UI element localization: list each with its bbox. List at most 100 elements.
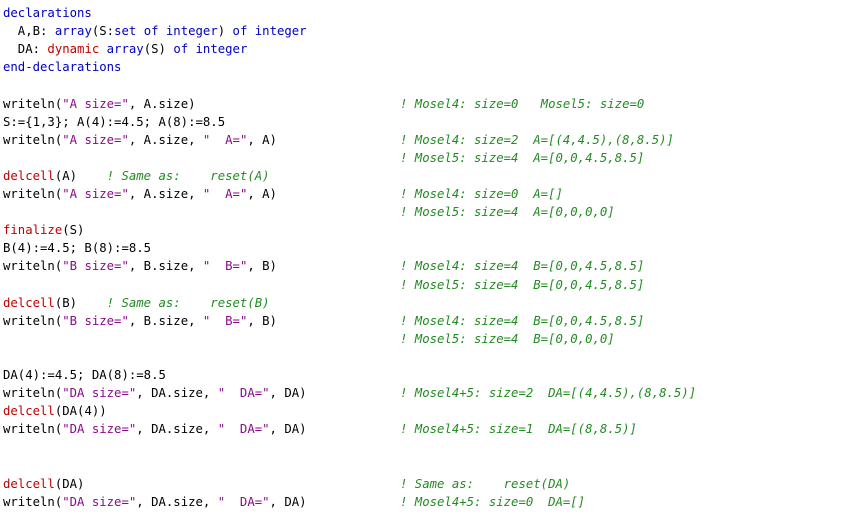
code-token-plain: , DA.size, — [136, 422, 218, 437]
code-token-str: "DA size=" — [62, 422, 137, 437]
code-line: DA: dynamic array(S) of integer — [3, 40, 845, 58]
code-token-plain — [99, 42, 106, 56]
code-token-str: "B size=" — [62, 313, 129, 328]
code-token-comment: ! Same as: reset(B) — [106, 295, 270, 310]
line-comment: ! Same as: reset(DA) — [400, 476, 571, 491]
code-line: ! Mosel5: size=4 A=[0,0,4.5,8.5] — [3, 149, 845, 167]
code-token-plain: DA(4):=4.5; DA(8):=8.5 — [3, 368, 166, 382]
code-text: writeln("A size=", A.size) — [3, 95, 196, 113]
code-token-red: delcell — [3, 295, 55, 310]
code-token-str: "A size=" — [62, 96, 129, 111]
code-token-str: " A=" — [202, 132, 248, 147]
code-token-str: "DA size=" — [62, 386, 137, 401]
code-line: end-declarations — [3, 58, 845, 76]
code-token-plain: , DA) — [269, 494, 307, 509]
code-text: writeln("A size=", A.size, " A=", A) — [3, 185, 277, 203]
code-line: writeln("A size=", A.size, " A=", A) ! Mo… — [3, 131, 845, 149]
code-token-plain: (DA(4)) — [54, 404, 107, 419]
code-token-plain: , DA) — [269, 422, 307, 437]
code-token-str: "A size=" — [62, 132, 129, 147]
code-line: ! Mosel5: size=4 B=[0,0,4.5,8.5] — [3, 276, 845, 294]
line-comment: ! Mosel4+5: size=0 DA=[] — [400, 494, 586, 509]
code-text: writeln("A size=", A.size, " A=", A) — [3, 131, 277, 149]
code-token-plain: , B) — [247, 259, 277, 274]
code-token-kw: array — [106, 42, 144, 57]
code-token-plain: , B.size, — [128, 313, 203, 328]
code-token-plain: (A) — [54, 168, 107, 183]
code-token-plain: , B) — [247, 313, 277, 328]
code-line: B(4):=4.5; B(8):=8.5 — [3, 239, 845, 257]
code-token-plain: , A.size, — [128, 187, 203, 201]
code-token-kw: declarations — [3, 6, 92, 20]
code-line: ! Mosel5: size=4 B=[0,0,0,0] — [3, 330, 845, 348]
code-token-plain: , B.size, — [128, 259, 203, 274]
code-text: S:={1,3}; A(4):=4.5; A(8):=8.5 — [3, 113, 225, 131]
code-token-str: " DA=" — [217, 422, 270, 437]
code-token-plain: (B) — [54, 295, 107, 310]
code-token-kw: of integer — [173, 42, 248, 57]
code-line: writeln("A size=", A.size)! Mosel4: size… — [3, 95, 845, 113]
line-comment: ! Mosel4+5: size=2 DA=[(4,4.5),(8,8.5)] — [400, 386, 697, 401]
code-token-plain: A,B: — [3, 24, 55, 39]
code-token-red: finalize — [3, 223, 63, 238]
code-token-str: " A=" — [202, 187, 248, 201]
code-token-plain: writeln( — [3, 386, 63, 401]
code-token-red: dynamic — [47, 42, 100, 57]
code-token-str: " B=" — [202, 259, 248, 274]
code-token-red: delcell — [3, 404, 55, 419]
code-token-str: " DA=" — [217, 386, 270, 401]
code-token-str: "B size=" — [62, 259, 129, 274]
code-text: delcell(DA(4)) — [3, 402, 107, 420]
code-line: delcell(DA) ! Same as: reset(DA) — [3, 475, 845, 493]
code-token-str: " B=" — [202, 313, 248, 328]
code-line: DA(4):=4.5; DA(8):=8.5 — [3, 366, 845, 384]
code-text: DA(4):=4.5; DA(8):=8.5 — [3, 366, 166, 384]
code-token-str: " DA=" — [217, 494, 270, 509]
code-line: S:={1,3}; A(4):=4.5; A(8):=8.5 — [3, 113, 845, 131]
code-token-plain: , A.size, — [128, 132, 203, 147]
code-text: writeln("B size=", B.size, " B=", B) — [3, 312, 277, 330]
code-line: delcell(B) ! Same as: reset(B) — [3, 294, 845, 312]
code-token-plain: , A) — [247, 187, 277, 201]
code-text: finalize(S) — [3, 221, 84, 239]
code-token-plain: B(4):=4.5; B(8):=8.5 — [3, 241, 152, 256]
code-token-plain: writeln( — [3, 187, 63, 201]
code-line: delcell(A) ! Same as: reset(A) — [3, 167, 845, 185]
code-token-plain: DA: — [3, 42, 48, 57]
code-token-plain: , A.size) — [128, 96, 196, 111]
line-comment: ! Mosel4: size=4 B=[0,0,4.5,8.5] — [400, 259, 645, 274]
code-token-plain: ) — [217, 24, 233, 39]
code-token-plain: (S) — [62, 223, 85, 238]
code-text: declarations — [3, 4, 92, 22]
code-text: A,B: array(S:set of integer) of integer — [3, 22, 307, 40]
code-token-red: delcell — [3, 168, 55, 183]
line-comment: ! Mosel4: size=2 A=[(4,4.5),(8,8.5)] — [400, 132, 674, 147]
code-line: writeln("B size=", B.size, " B=", B)! Mo… — [3, 312, 845, 330]
code-text: delcell(DA) — [3, 475, 84, 493]
code-token-plain: writeln( — [3, 422, 63, 437]
code-line: finalize(S) — [3, 221, 845, 239]
code-token-plain: writeln( — [3, 494, 63, 509]
line-comment: ! Mosel5: size=4 A=[0,0,0,0] — [400, 205, 615, 220]
code-text: B(4):=4.5; B(8):=8.5 — [3, 239, 151, 257]
code-text: writeln("DA size=", DA.size, " DA=", DA) — [3, 420, 307, 438]
line-comment: ! Mosel5: size=4 B=[0,0,0,0] — [400, 331, 615, 346]
code-token-kw: array — [54, 24, 92, 39]
code-token-str: "A size=" — [62, 187, 129, 201]
code-token-kw: of integer — [232, 24, 307, 39]
code-text: delcell(A) ! Same as: reset(A) — [3, 167, 270, 185]
code-line: writeln("DA size=", DA.size, " DA=", DA)… — [3, 420, 845, 438]
code-text: end-declarations — [3, 58, 121, 76]
code-line: writeln("A size=", A.size, " A=", A)! Mo… — [3, 185, 845, 203]
code-line: writeln("B size=", B.size, " B=", B) ! Mo… — [3, 257, 845, 275]
code-token-plain: , A) — [247, 132, 277, 147]
code-token-plain: (S) — [143, 42, 174, 57]
code-token-plain: S:={1,3}; A(4):=4.5; A(8):=8.5 — [3, 114, 226, 129]
code-token-plain: writeln( — [3, 259, 63, 274]
code-token-kw: end-declarations — [3, 60, 122, 75]
code-token-plain: (DA) — [54, 476, 85, 491]
code-line: writeln("DA size=", DA.size, " DA=", DA)… — [3, 493, 845, 511]
code-token-comment: ! Same as: reset(A) — [106, 168, 270, 183]
code-line: writeln("DA size=", DA.size, " DA=", DA)… — [3, 384, 845, 402]
